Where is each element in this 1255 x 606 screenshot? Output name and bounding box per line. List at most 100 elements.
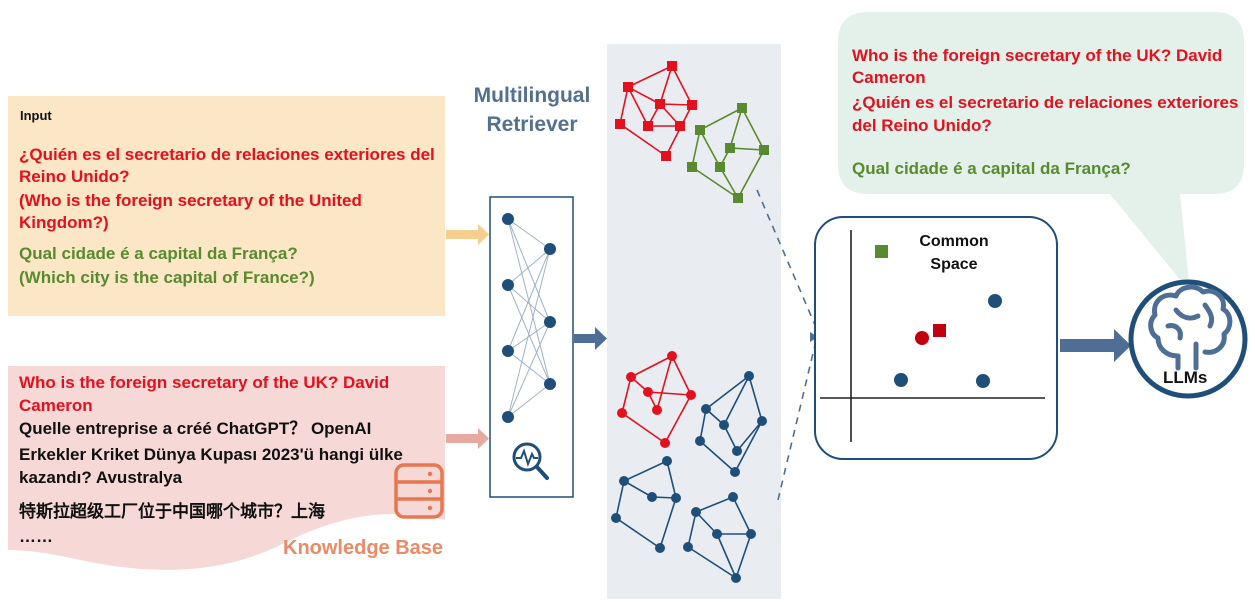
magnifier-waveform-icon — [512, 442, 549, 480]
graph-node — [728, 492, 738, 502]
graph-edge — [735, 533, 752, 579]
graph-node — [719, 420, 729, 430]
database-icon — [394, 463, 444, 519]
neural-network-edges — [507, 218, 551, 418]
red-square-point — [933, 324, 946, 337]
retriever-box — [489, 196, 574, 498]
nn-node — [544, 243, 556, 255]
graph-edge — [741, 107, 765, 151]
graph-node — [746, 529, 756, 539]
graph-edge — [699, 408, 707, 442]
graph-edge — [627, 86, 649, 127]
graph-node — [757, 416, 767, 426]
graph-node — [732, 446, 742, 456]
brain-icon — [1148, 284, 1233, 371]
output-line: Cameron — [852, 68, 926, 87]
graph-node — [731, 573, 741, 583]
graph-edge — [691, 129, 701, 168]
neural-network-nodes — [502, 213, 556, 423]
graph-node — [662, 456, 672, 466]
output-bubble — [838, 12, 1244, 292]
graph-node — [683, 542, 693, 552]
green-point — [875, 245, 888, 258]
input-line: ¿Quién es el secretario de relaciones ex… — [19, 145, 435, 164]
common-space-label-line2: Space — [930, 256, 978, 273]
nn-edge — [507, 218, 551, 323]
graph-edge — [621, 412, 666, 444]
kb-line: …… — [19, 527, 53, 546]
input-box — [8, 96, 445, 316]
graph-edge — [659, 497, 677, 549]
graph-node — [712, 529, 722, 539]
graph-node — [655, 543, 665, 553]
graph-edge — [729, 107, 743, 149]
graph-edge — [687, 546, 737, 579]
graph-edge — [723, 375, 750, 426]
graph-clusters — [611, 61, 769, 583]
nn-edge — [507, 383, 551, 418]
blue-point — [894, 373, 908, 387]
graph-node — [695, 436, 705, 446]
graph-node — [619, 476, 629, 486]
graph-node — [667, 61, 677, 71]
graph-edge — [736, 420, 763, 452]
graph-red-squares — [615, 61, 697, 161]
graph-node — [744, 371, 754, 381]
graph-edge — [695, 511, 718, 535]
graph-edge — [659, 103, 693, 106]
graph-edge — [619, 123, 667, 157]
llm-circle — [1128, 279, 1248, 399]
input-label: Input — [20, 108, 52, 123]
graph-node — [737, 103, 747, 113]
graph-node — [671, 493, 681, 503]
graph-node — [626, 372, 636, 382]
nn-edge — [507, 218, 551, 385]
graph-red-circles — [617, 351, 696, 448]
graph-edge — [699, 107, 743, 131]
graph-node — [686, 390, 696, 400]
graph-blue-circles — [695, 371, 767, 477]
output-line: Who is the foreign secretary of the UK? … — [852, 46, 1223, 65]
graph-edge — [716, 533, 737, 579]
input-line: Kingdom?) — [19, 213, 109, 232]
blue-point — [976, 374, 990, 388]
knowledge-base-box — [8, 366, 445, 570]
graph-edge — [664, 394, 692, 444]
graph-edge — [619, 86, 629, 125]
nn-edge — [507, 248, 551, 286]
retriever-title-line1: Multilingual — [473, 84, 591, 107]
graph-node — [617, 408, 627, 418]
graph-edge — [630, 355, 673, 378]
graph-node — [643, 387, 653, 397]
graph-edge — [695, 496, 734, 513]
graph-edge — [705, 375, 750, 410]
graph-node — [725, 143, 735, 153]
graph-edge — [687, 511, 697, 548]
embedding-panel — [607, 44, 781, 599]
graph-edge — [623, 480, 653, 498]
graph-edge — [615, 480, 625, 519]
graph-node — [687, 162, 697, 172]
graph-edge — [719, 166, 739, 199]
graph-edge — [734, 420, 763, 473]
graph-edge — [699, 440, 736, 473]
graph-node — [643, 121, 653, 131]
graph-edge — [729, 147, 765, 151]
input-line: Qual cidade é a capital da França? — [19, 244, 298, 263]
input-arrow — [446, 224, 489, 245]
kb-line: Cameron — [19, 396, 93, 415]
input-line: (Which city is the capital of France?) — [19, 268, 315, 287]
graph-green-squares — [687, 103, 769, 203]
nn-node — [502, 345, 514, 357]
nn-node — [502, 279, 514, 291]
graph-node — [675, 121, 685, 131]
red-circle-point — [915, 331, 929, 345]
nn-edge — [507, 321, 551, 418]
graph-node — [730, 467, 740, 477]
dashed-connector-bottom — [777, 344, 816, 501]
graph-node — [701, 404, 711, 414]
graph-edge — [627, 65, 673, 88]
kb-line: Quelle entreprise a créé ChatGPT？ OpenAI — [19, 419, 372, 438]
